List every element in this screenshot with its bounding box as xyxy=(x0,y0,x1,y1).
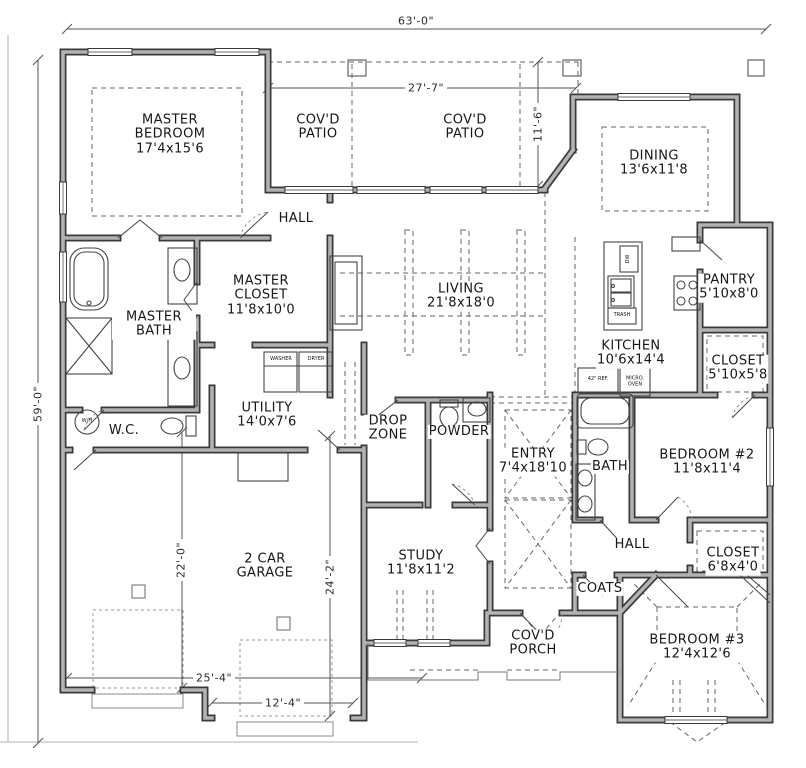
room-label-hall-upper: HALL xyxy=(277,210,315,227)
kitchen-island xyxy=(603,241,643,331)
room-label-master-bedroom: MASTER BEDROOM 17'4x15'6 xyxy=(127,113,213,157)
roof-posts xyxy=(347,59,765,77)
garage-door-posts xyxy=(131,584,291,631)
washer-dryer xyxy=(263,351,333,393)
dim-garage-right-depth: 24'-2" xyxy=(323,555,337,599)
vanity-sinks-master xyxy=(167,247,198,407)
room-label-wc: W.C. xyxy=(107,422,141,439)
room-label-living: LIVING 21'8x18'0 xyxy=(425,281,497,312)
room-label-study: STUDY 11'8x11'2 xyxy=(385,548,457,579)
dim-garage-width: 25'-4" xyxy=(192,671,236,685)
garage-floor-dashes xyxy=(92,609,333,717)
toilet-wc xyxy=(160,415,197,437)
dim-garage-left-depth: 22'-0" xyxy=(174,538,188,582)
shower-master xyxy=(65,317,113,375)
bathtub-master xyxy=(69,247,109,311)
bathtub-bath2 xyxy=(576,393,634,429)
room-label-entry: ENTRY 7'4x18'10 xyxy=(497,446,569,477)
dim-patio-depth: 11'-6" xyxy=(531,102,545,146)
fridge-label: 42" REF. xyxy=(587,376,609,383)
room-label-closet-right: CLOSET 5'10x5'8 xyxy=(707,353,769,384)
garage-storage xyxy=(237,452,289,482)
room-label-pantry: PANTRY 5'10x8'0 xyxy=(698,272,760,303)
sink-powder xyxy=(462,397,491,423)
water-heater-label: W/H xyxy=(81,418,93,425)
vanity-bath2 xyxy=(575,463,596,521)
page-edge xyxy=(0,35,418,743)
room-label-covd-patio-2: COV'D PATIO xyxy=(434,113,496,143)
room-label-closet-hall: CLOSET 6'8x4'0 xyxy=(705,545,761,576)
room-label-hall-lower: HALL xyxy=(613,536,651,553)
room-label-bedroom3: BEDROOM #3 12'4x12'6 xyxy=(648,632,746,663)
dryer-label: DRYER xyxy=(307,356,325,363)
cooktop xyxy=(673,275,701,311)
dim-overall-width: 63'-0" xyxy=(394,14,438,28)
room-label-covd-patio-1: COV'D PATIO xyxy=(287,113,349,143)
room-label-covd-porch: COV'D PORCH xyxy=(501,629,565,659)
fireplace xyxy=(329,255,363,331)
fixtures xyxy=(65,59,765,631)
water-heater xyxy=(74,409,100,435)
trash-label: TRASH xyxy=(613,312,631,319)
micro-oven-label: MICRO. OVEN xyxy=(625,375,645,387)
room-label-master-closet: MASTER CLOSET 11'8x10'0 xyxy=(221,274,301,318)
room-label-utility: UTILITY 14'0x7'6 xyxy=(236,400,298,431)
toilet-bath2 xyxy=(576,438,609,456)
dishwasher-label: DW xyxy=(625,254,632,264)
dim-patio-width: 27'-7" xyxy=(404,81,448,95)
kitchen-cabinet xyxy=(671,236,701,252)
porch-outline xyxy=(367,643,620,681)
room-label-powder: POWDER xyxy=(427,423,491,440)
room-label-drop-zone: DROP ZONE xyxy=(364,414,412,444)
room-label-master-bath: MASTER BATH xyxy=(112,310,196,340)
dim-porch-width: 12'-4" xyxy=(261,696,305,710)
room-label-bath2: BATH xyxy=(590,458,630,475)
room-label-garage: 2 CAR GARAGE xyxy=(229,552,301,582)
dim-overall-depth: 59'-0" xyxy=(31,382,45,426)
windows xyxy=(59,48,774,724)
washer-label: WASHER xyxy=(270,356,292,363)
room-label-coats: COATS xyxy=(576,580,624,597)
room-label-dining: DINING 13'6x11'8 xyxy=(618,148,690,179)
garage-door-aprons xyxy=(91,693,334,737)
room-label-bedroom2: BEDROOM #2 11'8x11'4 xyxy=(658,447,756,478)
room-label-kitchen: KITCHEN 10'6x14'4 xyxy=(595,338,667,369)
